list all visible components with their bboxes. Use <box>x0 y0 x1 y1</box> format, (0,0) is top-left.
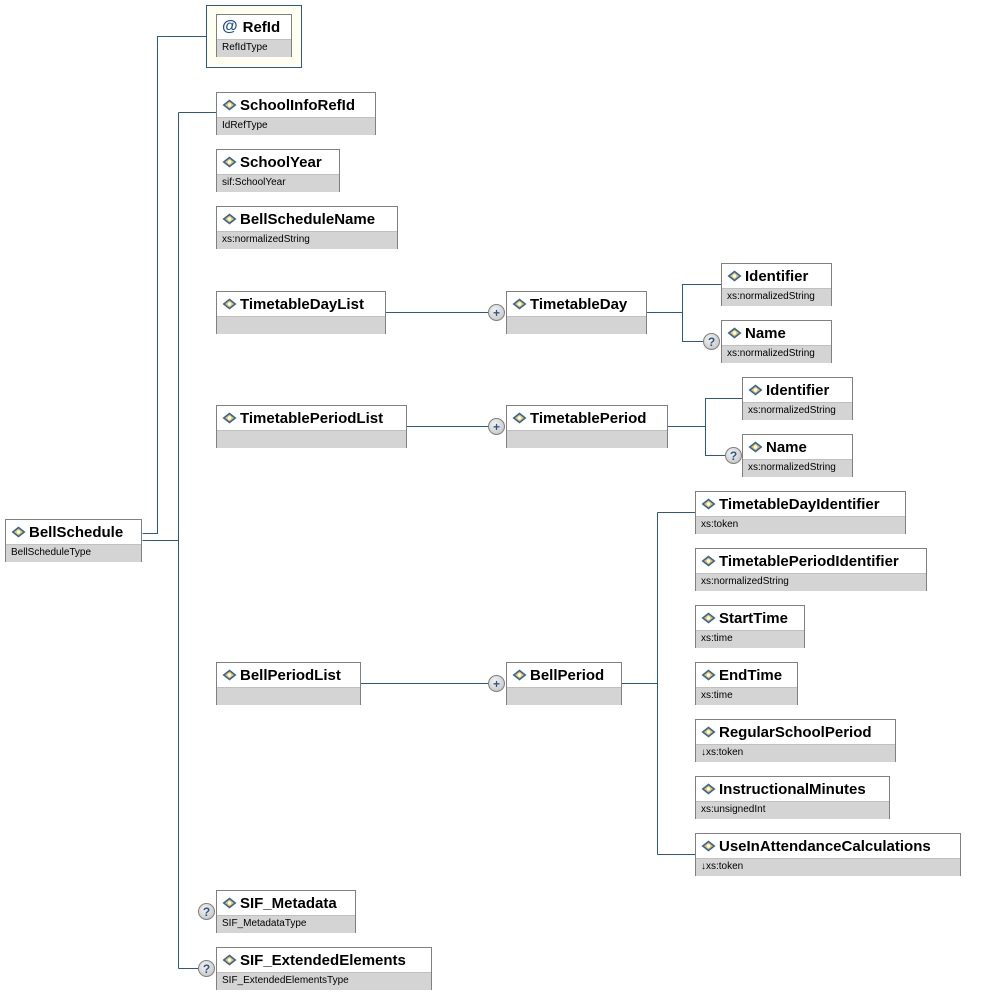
optional-badge-icon: ? <box>198 903 215 920</box>
repeat-badge-icon: + <box>488 675 505 692</box>
element-icon <box>222 156 237 168</box>
element-icon <box>222 99 237 111</box>
element-icon <box>701 498 716 510</box>
node-timetableday[interactable]: TimetableDay <box>506 291 647 334</box>
element-icon <box>701 783 716 795</box>
repeat-badge-icon: + <box>488 418 505 435</box>
element-icon <box>11 526 26 538</box>
element-icon <box>222 298 237 310</box>
node-regularschoolperiod[interactable]: RegularSchoolPeriod ↓xs:token <box>695 719 896 762</box>
element-icon <box>701 669 716 681</box>
optional-badge-icon: ? <box>703 333 720 350</box>
node-instructionalminutes[interactable]: InstructionalMinutes xs:unsignedInt <box>695 776 890 819</box>
node-timetableperiod[interactable]: TimetablePeriod <box>506 405 668 448</box>
node-timetableperiod-identifier[interactable]: Identifier xs:normalizedString <box>742 377 853 420</box>
element-icon <box>222 954 237 966</box>
element-icon <box>727 270 742 282</box>
node-bellschedule[interactable]: BellSchedule BellScheduleType <box>5 519 142 562</box>
element-icon <box>701 612 716 624</box>
repeat-badge-icon: + <box>488 304 505 321</box>
node-timetableperiod-name[interactable]: Name xs:normalizedString <box>742 434 853 477</box>
connector-timetableperiod-children <box>668 398 742 427</box>
node-starttime[interactable]: StartTime xs:time <box>695 605 805 648</box>
node-schoolinforefid[interactable]: SchoolInfoRefId IdRefType <box>216 92 376 135</box>
element-icon <box>222 213 237 225</box>
node-endtime[interactable]: EndTime xs:time <box>695 662 798 705</box>
at-sign-icon: @ <box>222 18 238 35</box>
optional-badge-icon: ? <box>725 447 742 464</box>
node-bellschedulename[interactable]: BellScheduleName xs:normalizedString <box>216 206 398 249</box>
node-timetabledaylist[interactable]: TimetableDayList <box>216 291 386 334</box>
element-icon <box>748 441 763 453</box>
node-timetableday-name[interactable]: Name xs:normalizedString <box>721 320 832 363</box>
element-icon <box>748 384 763 396</box>
element-icon <box>512 412 527 424</box>
element-icon <box>727 327 742 339</box>
node-refid[interactable]: @RefId RefIdType <box>216 14 292 57</box>
node-timetableperiodidentifier[interactable]: TimetablePeriodIdentifier xs:normalizedS… <box>695 548 927 591</box>
node-useinattendancecalculations[interactable]: UseInAttendanceCalculations ↓xs:token <box>695 833 961 876</box>
node-sif-extendedelements[interactable]: SIF_ExtendedElements SIF_ExtendedElement… <box>216 947 432 990</box>
element-icon <box>222 669 237 681</box>
optional-badge-icon: ? <box>198 960 215 977</box>
element-icon <box>222 897 237 909</box>
node-timetabledayidentifier[interactable]: TimetableDayIdentifier xs:token <box>695 491 906 534</box>
element-icon <box>701 840 716 852</box>
element-icon <box>512 669 527 681</box>
element-icon <box>512 298 527 310</box>
node-sif-metadata[interactable]: SIF_Metadata SIF_MetadataType <box>216 890 356 933</box>
node-timetableday-identifier[interactable]: Identifier xs:normalizedString <box>721 263 832 306</box>
connector-timetableday-children <box>647 284 721 313</box>
node-bellperiod[interactable]: BellPeriod <box>506 662 622 705</box>
node-schoolyear[interactable]: SchoolYear sif:SchoolYear <box>216 149 340 192</box>
node-bellperiodlist[interactable]: BellPeriodList <box>216 662 361 705</box>
node-timetableperiodlist[interactable]: TimetablePeriodList <box>216 405 407 448</box>
element-icon <box>222 412 237 424</box>
element-icon <box>701 555 716 567</box>
element-icon <box>701 726 716 738</box>
connector-root-attribute <box>142 36 206 534</box>
